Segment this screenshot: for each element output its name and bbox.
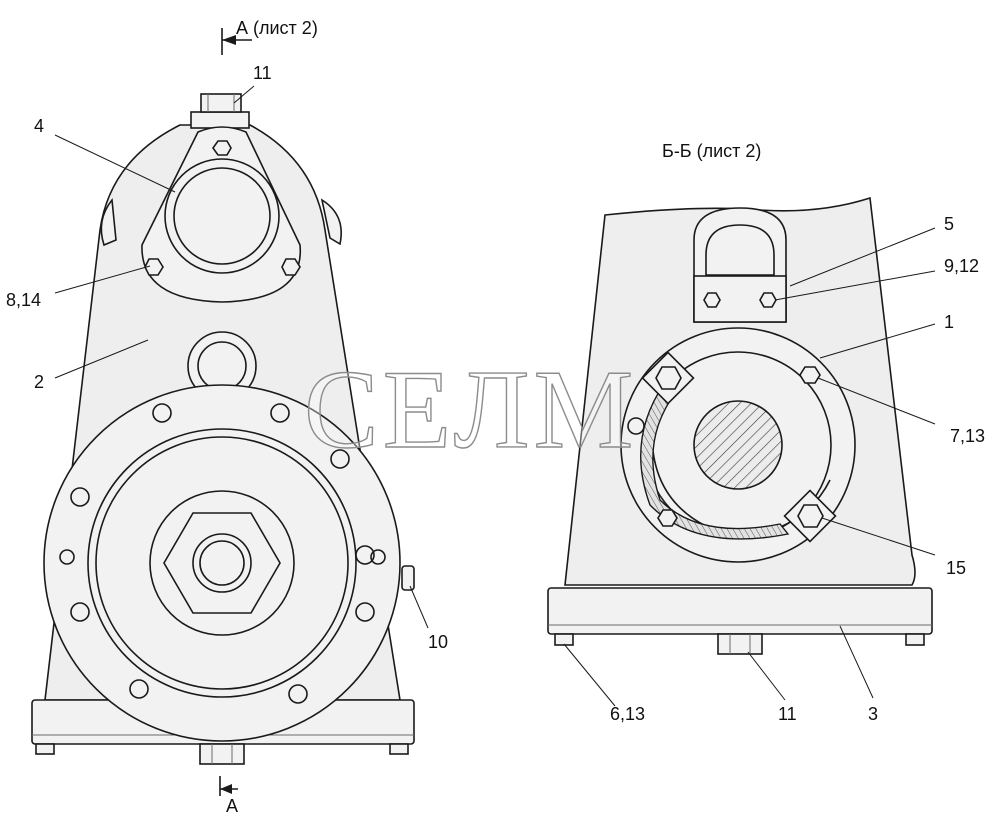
bolt-head-top — [212, 140, 232, 156]
base-bolt-right — [905, 633, 925, 646]
front-view — [31, 28, 415, 796]
shaft-center — [199, 540, 245, 586]
lug-bolt-right — [759, 292, 777, 308]
callout-4: 4 — [34, 116, 44, 136]
flange-hole — [355, 602, 375, 622]
flange-hole — [270, 403, 290, 423]
hub-ring — [149, 490, 295, 636]
section-a-bottom-label: А — [226, 796, 238, 816]
section-a-top-label: А (лист 2) — [236, 18, 318, 38]
plug-11-top — [200, 93, 242, 113]
callout-10: 10 — [428, 632, 448, 652]
flange-bore-ring — [87, 428, 357, 698]
housing-bolt-7-13 — [799, 366, 821, 384]
clamp-band — [640, 383, 790, 540]
callout-2: 2 — [34, 372, 44, 392]
drain-plug-bottom — [199, 743, 245, 765]
callout-6-13: 6,13 — [610, 704, 645, 724]
base-bolt-6-13 — [554, 633, 574, 646]
oil-plug-10 — [401, 565, 415, 591]
base-plate-3 — [547, 587, 933, 635]
callout-7-13: 7,13 — [950, 426, 985, 446]
section-bb-title: Б-Б (лист 2) — [662, 141, 761, 161]
flange-hole — [330, 449, 350, 469]
shaft-section — [693, 400, 783, 490]
flange-bolt-holes — [70, 403, 375, 704]
shaft-end — [192, 533, 252, 593]
housing-ear-left — [100, 197, 117, 247]
side-plug-right — [370, 549, 386, 565]
top-boss — [190, 111, 250, 129]
watermark-text: СЕЛМ — [304, 348, 637, 472]
bolt-head-right — [281, 258, 301, 276]
bearing-cover-inner — [173, 167, 271, 265]
clamp-bolt-bottom — [797, 504, 824, 528]
callout-3: 3 — [868, 704, 878, 724]
section-view-bb — [547, 196, 933, 655]
drain-plug-11 — [717, 633, 763, 655]
housing-hole-left — [627, 417, 645, 435]
callout-11-bottom: 11 — [778, 704, 797, 724]
lug-bolt-left — [703, 292, 721, 308]
leader-lines — [54, 85, 936, 707]
callout-5: 5 — [944, 214, 954, 234]
clamp-bolt-top — [655, 366, 682, 390]
side-plug-left — [59, 549, 75, 565]
flange-hole — [70, 487, 90, 507]
callout-11-top: 11 — [253, 63, 272, 83]
lug-eye — [705, 224, 775, 276]
callout-8-14: 8,14 — [6, 290, 41, 310]
flange-hole — [70, 602, 90, 622]
flange-inner-ring — [95, 436, 349, 690]
housing-bolt-lower — [657, 509, 678, 527]
flange-hole — [288, 684, 308, 704]
flange-hole — [129, 679, 149, 699]
bearing-cover-outer — [164, 158, 280, 274]
flange-hole — [355, 545, 375, 565]
callout-1: 1 — [944, 312, 954, 332]
flange-hole — [152, 403, 172, 423]
callout-9-12: 9,12 — [944, 256, 979, 276]
housing-ear-right — [320, 198, 342, 246]
foot-bolt-left — [35, 743, 55, 755]
callout-15: 15 — [946, 558, 966, 578]
foot-bolt-right — [389, 743, 409, 755]
